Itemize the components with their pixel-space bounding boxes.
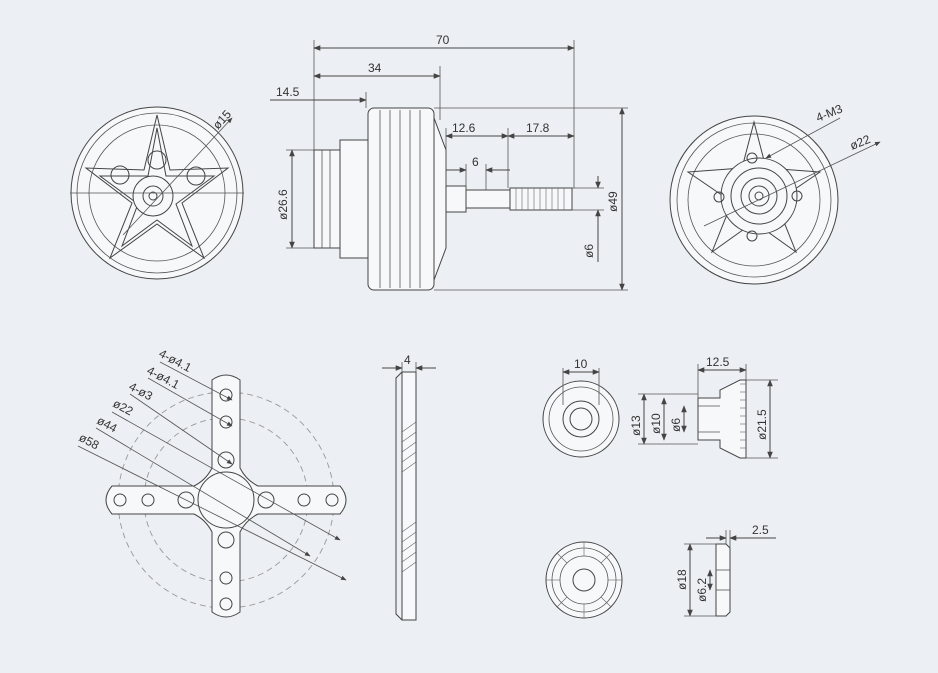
- dim-mount-holes-c: 4-ø3: [127, 379, 156, 403]
- dim-shaft-small-step: 6: [472, 155, 479, 169]
- dim-mount-circle-mid: ø44: [95, 413, 120, 435]
- dim-washer-d13: ø13: [629, 415, 643, 436]
- dim-mount-offset: 14.5: [276, 85, 300, 99]
- dim-mount-circle-inner: ø22: [111, 396, 136, 418]
- dim-mount-circle-outer: ø58: [77, 430, 102, 452]
- dim-spacer-inner: ø6.2: [695, 578, 709, 602]
- dim-overall-length: 70: [436, 33, 450, 47]
- dim-shaft-step: 12.6: [452, 121, 476, 135]
- dim-plate-thickness: 4: [404, 353, 411, 367]
- dim-mount-diameter: ø26.6: [276, 189, 290, 220]
- x-mount: 4-ø4.1 4-ø4.1 4-ø3 ø22 ø44 ø58: [77, 346, 347, 618]
- dim-washer-inner: 10: [574, 357, 588, 371]
- dim-spacer-thickness: 2.5: [752, 523, 769, 537]
- washer-front: 10: [542, 357, 620, 458]
- spacer-section: 2.5 ø18 ø6.2: [675, 523, 776, 617]
- dim-body-length: 34: [368, 61, 382, 75]
- spacer-front: [545, 541, 623, 619]
- dim-rear-screws: 4-M3: [814, 101, 845, 124]
- dim-spacer-outer: ø18: [675, 569, 689, 590]
- dim-washer-d6: ø6: [669, 418, 683, 432]
- side-view: 70 34 14.5 12.6 17.8 6 ø49 ø26.6 ø6: [270, 33, 628, 291]
- front-view: ø15: [70, 106, 244, 280]
- dim-washer-d10: ø10: [649, 413, 663, 434]
- nut-section: 12.5 ø13 ø10 ø6 ø21.5: [629, 355, 778, 459]
- dim-shaft-diameter: ø6: [582, 244, 596, 258]
- rear-view: 4-M3 ø22: [669, 101, 881, 285]
- dim-rear-bolt-circle: ø22: [848, 132, 873, 153]
- plate-section: 4: [382, 353, 436, 621]
- dim-thread-length: 17.8: [526, 121, 550, 135]
- dim-motor-diameter: ø49: [606, 191, 620, 212]
- dim-nut-diameter: ø21.5: [755, 409, 769, 440]
- dim-nut-width: 12.5: [706, 355, 730, 369]
